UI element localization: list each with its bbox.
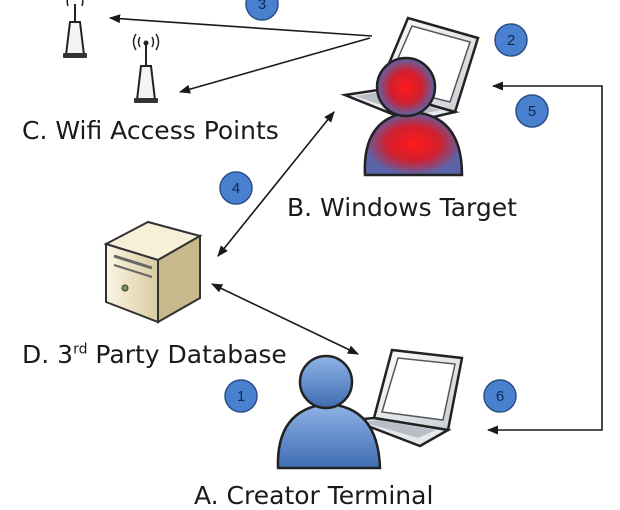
svg-text:6: 6 xyxy=(496,388,504,405)
db-label-prefix: D. 3 xyxy=(22,340,74,369)
step-badge-3: 3 xyxy=(245,0,279,21)
laptop-icon xyxy=(351,348,464,448)
arrow-terminal-to-target xyxy=(486,81,603,435)
windows-target-label: B. Windows Target xyxy=(287,193,517,222)
step-badge-2: 2 xyxy=(494,23,528,57)
arrow-target-to-wifi-1 xyxy=(108,14,373,37)
db-label-sup: rd xyxy=(73,341,88,358)
arrow-target-db xyxy=(217,111,335,257)
arrow-db-terminal xyxy=(210,283,360,355)
wifi-access-point-icon xyxy=(63,0,87,58)
wifi-access-point-icon xyxy=(132,33,160,103)
arrow-target-to-wifi-2 xyxy=(178,37,371,94)
step-badge-6: 6 xyxy=(483,379,517,413)
third-party-database-label: D. 3rd Party Database xyxy=(22,340,287,369)
person-icon xyxy=(363,56,464,177)
svg-text:1: 1 xyxy=(237,388,245,405)
arrows xyxy=(108,14,603,435)
server-icon xyxy=(103,220,203,324)
db-label-suffix: Party Database xyxy=(87,340,287,369)
wifi-access-points-label: C. Wifi Access Points xyxy=(22,116,279,145)
svg-text:4: 4 xyxy=(232,180,240,197)
step-badge-5: 5 xyxy=(515,94,549,128)
creator-terminal-label: A. Creator Terminal xyxy=(194,481,434,510)
step-badge-1: 1 xyxy=(224,379,258,413)
svg-text:3: 3 xyxy=(258,0,266,13)
svg-text:5: 5 xyxy=(528,103,536,120)
step-badge-4: 4 xyxy=(219,171,253,205)
person-icon xyxy=(276,354,382,470)
svg-text:2: 2 xyxy=(507,32,515,49)
